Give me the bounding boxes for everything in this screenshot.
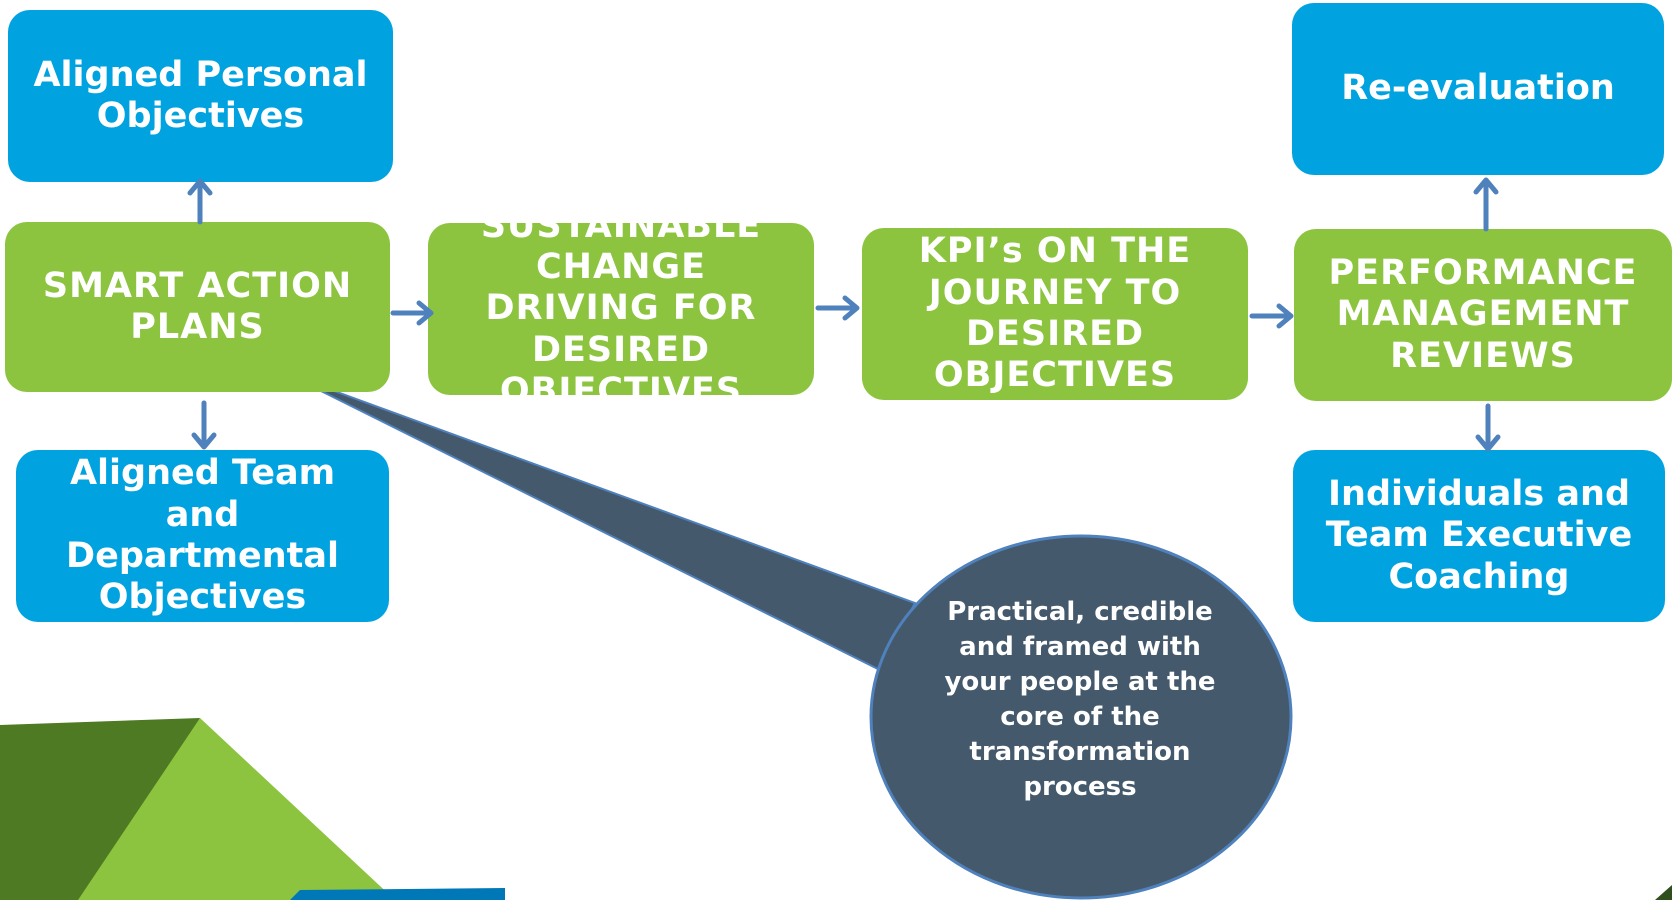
- smart-action-plans-label: SMART ACTION PLANS: [42, 265, 353, 347]
- re-evaluation-label: Re-evaluation: [1341, 68, 1615, 109]
- corner-dark-shape: [1655, 885, 1672, 900]
- arrow-down-to-coaching: [1475, 403, 1501, 452]
- aligned-team-objectives-box: Aligned Team and Departmental Objectives: [16, 450, 389, 622]
- callout-bubble: [869, 534, 1293, 900]
- aligned-team-objectives-label: Aligned Team and Departmental Objectives: [66, 453, 339, 618]
- coaching-box: Individuals and Team Executive Coaching: [1293, 450, 1665, 622]
- sustainable-change-box: SUSTAINABLE CHANGE DRIVING FOR DESIRED O…: [428, 206, 814, 411]
- performance-reviews-box: PERFORMANCE MANAGEMENT REVIEWS: [1294, 229, 1672, 401]
- smart-action-plans-box: SMART ACTION PLANS: [5, 222, 390, 392]
- blue-bar-shape: [290, 888, 505, 900]
- aligned-personal-objectives-box: Aligned Personal Objectives: [8, 10, 393, 182]
- arrow-to-performance: [1249, 303, 1294, 329]
- kpis-label: KPI’s ON THE JOURNEY TO DESIRED OBJECTIV…: [918, 231, 1192, 396]
- aligned-personal-objectives-label: Aligned Personal Objectives: [33, 54, 368, 136]
- performance-reviews-label: PERFORMANCE MANAGEMENT REVIEWS: [1328, 253, 1638, 376]
- dark-green-triangle-shape: [0, 718, 200, 900]
- sustainable-change-label: SUSTAINABLE CHANGE DRIVING FOR DESIRED O…: [480, 205, 762, 411]
- arrow-up-to-personal: [187, 178, 213, 225]
- kpis-box: KPI’s ON THE JOURNEY TO DESIRED OBJECTIV…: [862, 228, 1248, 400]
- arrow-up-to-re-evaluation: [1473, 177, 1499, 232]
- arrow-down-to-team: [191, 400, 217, 450]
- callout-text: Practical, credible and framed with your…: [944, 597, 1216, 802]
- coaching-label: Individuals and Team Executive Coaching: [1325, 474, 1633, 597]
- arrow-to-sustainable: [390, 300, 434, 326]
- arrow-to-kpis: [815, 295, 860, 321]
- light-green-triangle-shape: [78, 718, 395, 900]
- re-evaluation-box: Re-evaluation: [1292, 3, 1664, 175]
